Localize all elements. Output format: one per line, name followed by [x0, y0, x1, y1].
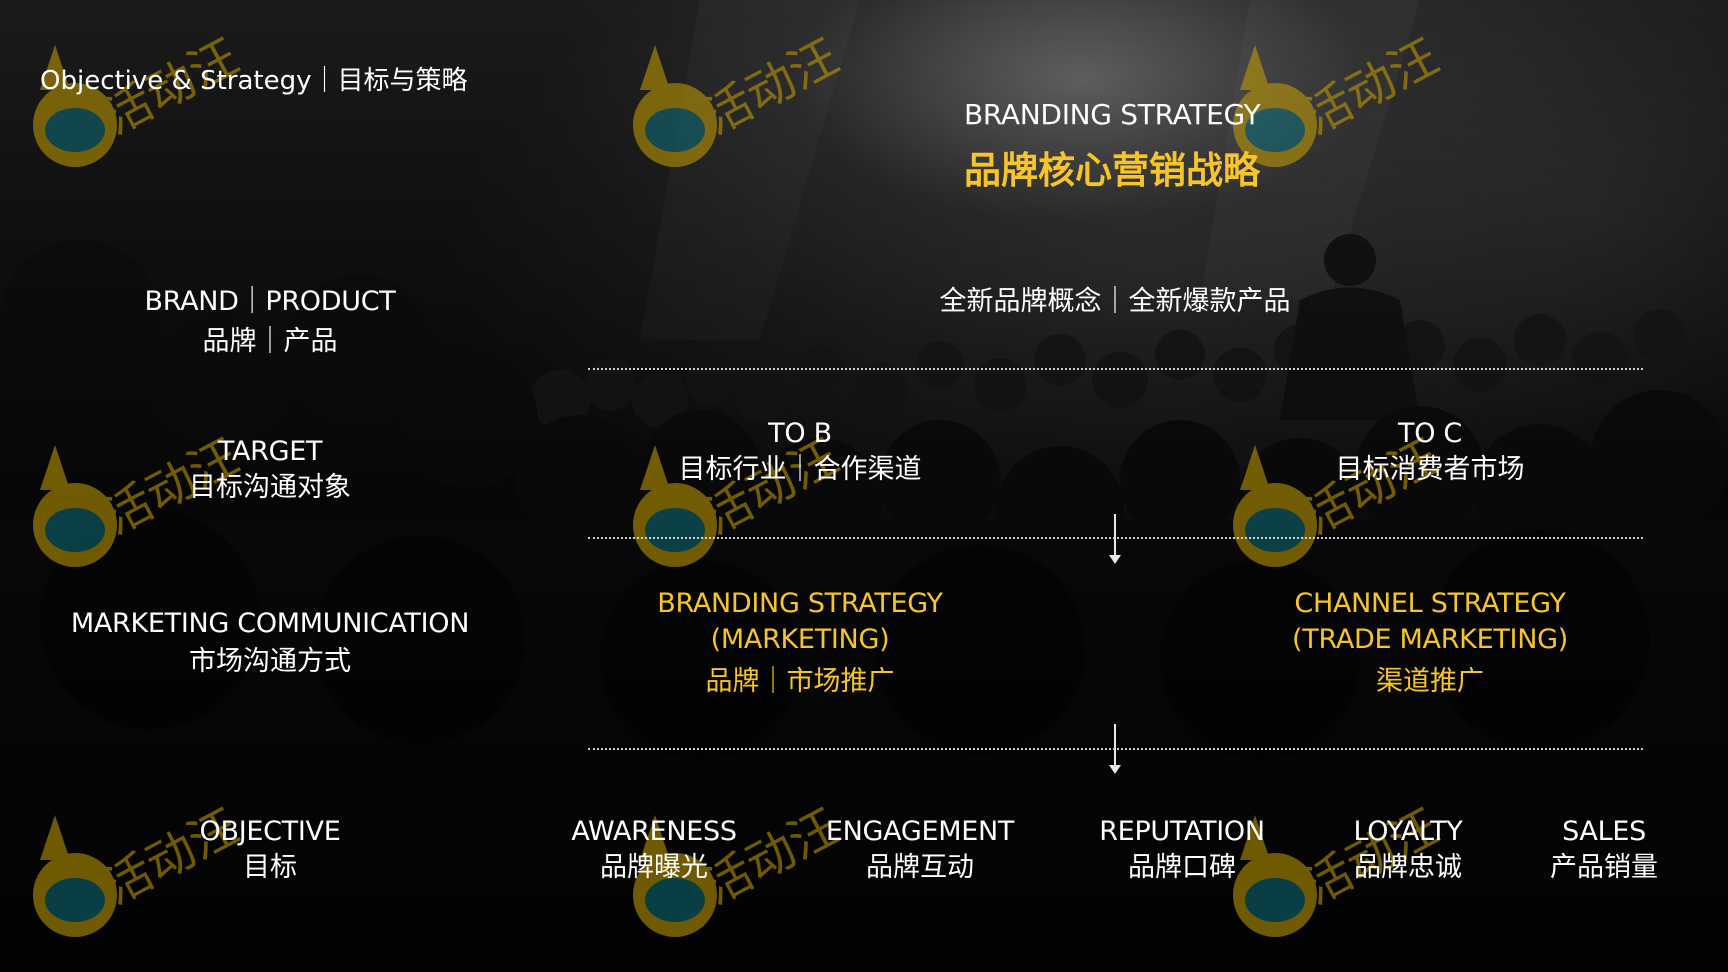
objective-label: OBJECTIVE — [199, 816, 341, 847]
row-divider — [588, 537, 1643, 539]
objective-item-reputation-zh: 品牌口碑 — [1128, 852, 1236, 883]
brand-product-label-zh: 品牌｜产品 — [202, 326, 338, 357]
objective-item-loyalty: LOYALTY — [1353, 816, 1463, 847]
to-b-label: TO B — [768, 418, 832, 449]
objective-item-awareness-zh: 品牌曝光 — [600, 852, 708, 883]
svg-text:活动汪: 活动汪 — [1294, 30, 1447, 146]
target-label-zh: 目标沟通对象 — [189, 472, 351, 503]
objective-item-engagement: ENGAGEMENT — [825, 816, 1015, 847]
marketing-communication-label-zh: 市场沟通方式 — [189, 646, 351, 677]
to-c-description: 目标消费者市场 — [1335, 454, 1525, 485]
dog-mascot-logo-icon: 活动汪 — [33, 800, 248, 937]
brand-product-label: BRAND｜PRODUCT — [144, 286, 396, 317]
branding-strategy-column-subtitle: (MARKETING) — [710, 624, 890, 655]
down-arrow-icon — [1108, 514, 1122, 564]
objective-item-awareness: AWARENESS — [571, 816, 737, 847]
marketing-communication-label: MARKETING COMMUNICATION — [70, 608, 470, 639]
down-arrow-icon — [1108, 724, 1122, 774]
branding-strategy-heading-zh: 品牌核心营销战略 — [964, 149, 1260, 192]
row-divider — [588, 368, 1643, 370]
dog-mascot-logo-icon: 活动汪 — [1233, 30, 1448, 167]
dog-mascot-logo-icon: 活动汪 — [33, 30, 248, 167]
to-c-label: TO C — [1398, 418, 1462, 449]
objective-item-sales-zh: 产品销量 — [1550, 852, 1658, 883]
page-title: Objective & Strategy｜目标与策略 — [40, 66, 468, 96]
target-label: TARGET — [217, 436, 323, 467]
objective-item-sales: SALES — [1562, 816, 1646, 847]
channel-strategy-column-title: CHANNEL STRATEGY — [1294, 588, 1566, 619]
objective-item-reputation: REPUTATION — [1099, 816, 1265, 847]
to-b-description: 目标行业｜合作渠道 — [678, 454, 922, 485]
branding-strategy-column-title: BRANDING STRATEGY — [657, 588, 943, 619]
dog-mascot-logo-icon: 活动汪 — [33, 430, 248, 567]
svg-text:活动汪: 活动汪 — [694, 30, 847, 146]
branding-strategy-heading: BRANDING STRATEGY — [964, 98, 1261, 131]
objective-item-engagement-zh: 品牌互动 — [866, 852, 974, 883]
objective-label-zh: 目标 — [243, 852, 297, 883]
brand-product-value: 全新品牌概念｜全新爆款产品 — [939, 286, 1291, 317]
objective-item-loyalty-zh: 品牌忠诚 — [1354, 852, 1462, 883]
dog-mascot-logo-icon: 活动汪 — [1233, 430, 1448, 567]
channel-strategy-column-zh: 渠道推广 — [1376, 666, 1484, 697]
branding-strategy-column-zh: 品牌｜市场推广 — [705, 666, 895, 697]
channel-strategy-column-subtitle: (TRADE MARKETING) — [1292, 624, 1568, 655]
dog-mascot-logo-icon: 活动汪 — [633, 430, 848, 567]
dog-mascot-logo-icon: 活动汪 — [633, 800, 848, 937]
row-divider — [588, 748, 1643, 750]
dog-mascot-logo-icon: 活动汪 — [1233, 800, 1448, 937]
dog-mascot-logo-icon: 活动汪 — [633, 30, 848, 167]
